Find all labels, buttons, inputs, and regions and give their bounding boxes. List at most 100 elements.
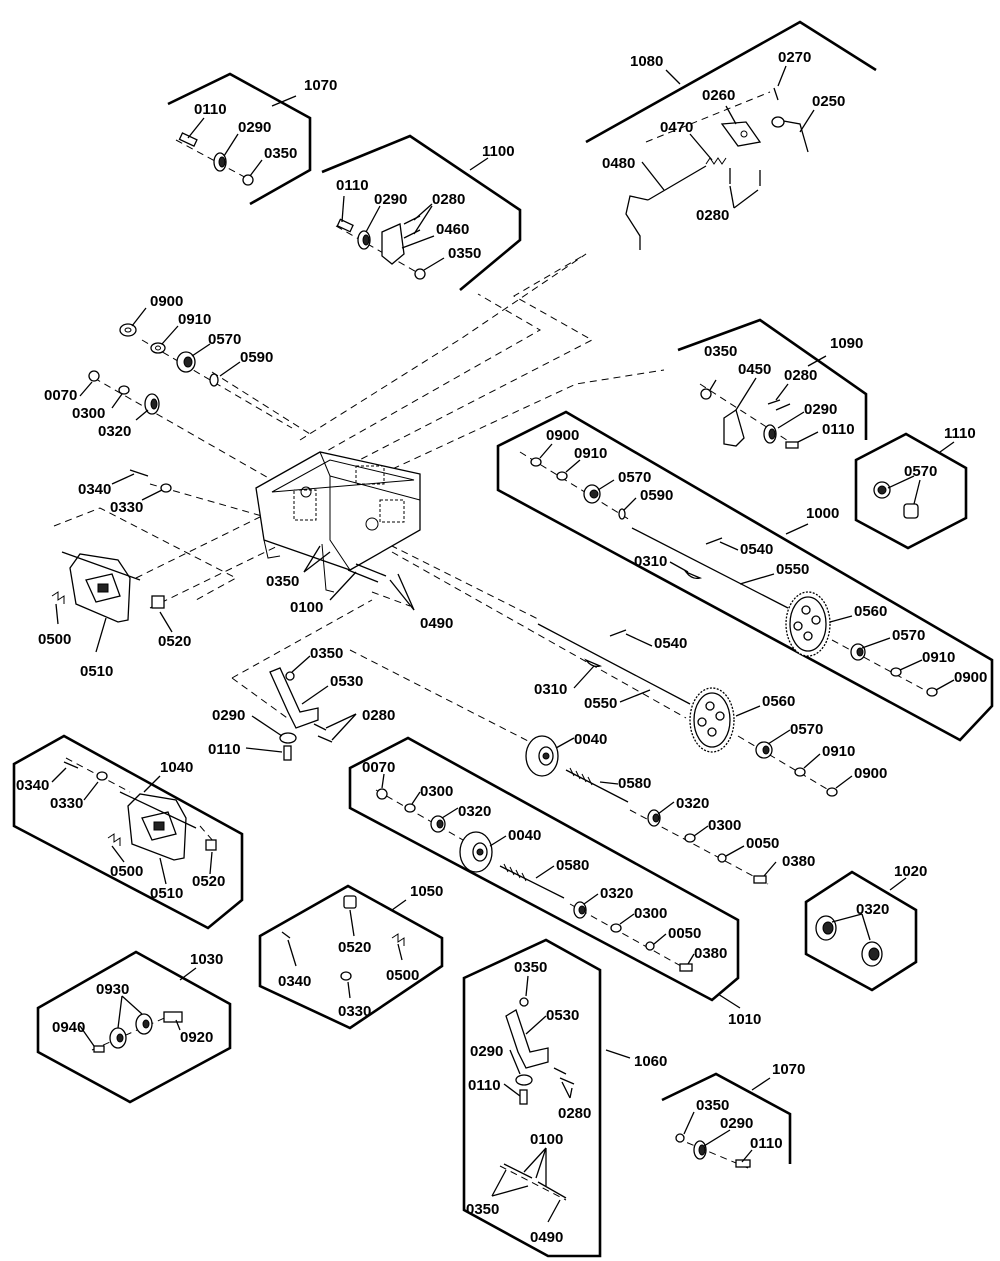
part-label: 0330 (110, 499, 143, 516)
kit-label-1070: 1070 (772, 1061, 805, 1078)
kit-outline-1070-bottom (661, 1072, 792, 1164)
part-label: 0570 (618, 469, 651, 486)
washer-icon (96, 771, 108, 781)
kit-outline-1060 (462, 938, 602, 1258)
kit-label-1080: 1080 (630, 53, 663, 70)
part-label: 0300 (420, 783, 453, 800)
part-label: 0580 (618, 775, 651, 792)
worm-gear-icon (785, 591, 831, 657)
part-label: 0100 (530, 1131, 563, 1148)
part-label: 0050 (668, 925, 701, 942)
bearing-icon (861, 941, 883, 967)
part-label: 0530 (546, 1007, 579, 1024)
key-icon (705, 537, 723, 545)
part-label: 0300 (72, 405, 105, 422)
part-label: 0320 (856, 901, 889, 918)
part-label: 0520 (338, 939, 371, 956)
washer-icon (404, 803, 416, 813)
pulley-icon (213, 152, 227, 172)
washer-icon (530, 457, 542, 467)
kit-outline-1110 (854, 432, 968, 550)
part-label: 0570 (892, 627, 925, 644)
part-label: 0040 (574, 731, 607, 748)
part-label: 0110 (750, 1135, 783, 1152)
part-label: 0540 (740, 541, 773, 558)
part-label: 0350 (466, 1201, 499, 1218)
bearing-housing-icon (459, 831, 493, 873)
bearing-housing-icon (525, 735, 559, 777)
kit-label-1090: 1090 (830, 335, 863, 352)
part-label: 0570 (208, 331, 241, 348)
part-label: 0110 (208, 741, 241, 758)
part-label: 0290 (720, 1115, 753, 1132)
spring-icon (51, 591, 65, 604)
part-label: 0500 (38, 631, 71, 648)
key-icon (584, 658, 603, 668)
bushing-icon (151, 595, 165, 609)
washer-icon (160, 483, 172, 493)
part-label: 0280 (558, 1105, 591, 1122)
part-label: 0280 (784, 367, 817, 384)
part-label: 0340 (278, 973, 311, 990)
pin-icon (773, 87, 779, 101)
nut-icon (645, 941, 655, 951)
bracket-icon (720, 121, 762, 147)
part-label: 0290 (238, 119, 271, 136)
pulley-icon (279, 732, 297, 744)
part-label: 0290 (374, 191, 407, 208)
part-label: 0920 (180, 1029, 213, 1046)
screw-icon (503, 1163, 567, 1199)
axle-icon (163, 1011, 183, 1023)
part-label: 0050 (746, 835, 779, 852)
spring-icon (391, 933, 405, 946)
part-label: 0910 (822, 743, 855, 760)
auger-housing-frame (255, 451, 421, 593)
part-label: 0910 (574, 445, 607, 462)
spring-icon (107, 833, 121, 846)
part-label: 0910 (922, 649, 955, 666)
part-label: 0110 (468, 1077, 501, 1094)
part-label: 0910 (178, 311, 211, 328)
part-label: 0300 (634, 905, 667, 922)
bolt-icon (178, 132, 198, 147)
screw-icon (313, 723, 333, 743)
shaft-icon (537, 623, 691, 705)
bearing-icon (647, 809, 661, 827)
screw-icon (767, 399, 791, 411)
screw-icon (729, 168, 761, 186)
part-label: 0900 (954, 669, 987, 686)
nut-icon (242, 174, 254, 186)
part-label: 0560 (762, 693, 795, 710)
pulley-icon (763, 424, 777, 444)
part-label: 0310 (534, 681, 567, 698)
kit-label-1060: 1060 (634, 1053, 667, 1070)
part-label: 0290 (212, 707, 245, 724)
part-number-labels: 1070 0110 0290 0350 1100 0110 0290 0280 … (16, 49, 987, 1246)
part-label: 0550 (776, 561, 809, 578)
part-label: 0280 (696, 207, 729, 224)
bolt-icon (519, 1089, 528, 1105)
part-label: 0320 (98, 423, 131, 440)
nut-icon (88, 370, 100, 382)
part-label: 0540 (654, 635, 687, 652)
kit-label-1010: 1010 (728, 1011, 761, 1028)
part-label: 0070 (44, 387, 77, 404)
nut-icon (717, 853, 727, 863)
part-label: 0350 (448, 245, 481, 262)
bearing-icon (430, 815, 446, 833)
part-label: 0560 (854, 603, 887, 620)
bushing-icon (343, 895, 357, 909)
part-label: 0500 (386, 967, 419, 984)
bushing-icon (903, 503, 919, 519)
screw-icon (553, 1067, 575, 1085)
part-label: 0460 (436, 221, 469, 238)
part-label: 0900 (150, 293, 183, 310)
part-label: 0350 (264, 145, 297, 162)
worm-shaft-icon (565, 767, 629, 803)
nut-icon (285, 671, 295, 681)
part-label: 0350 (266, 573, 299, 590)
part-label: 0110 (336, 177, 369, 194)
bolt-icon (93, 1045, 105, 1053)
kit-outline-1080 (585, 20, 877, 144)
washer-icon (150, 342, 166, 354)
